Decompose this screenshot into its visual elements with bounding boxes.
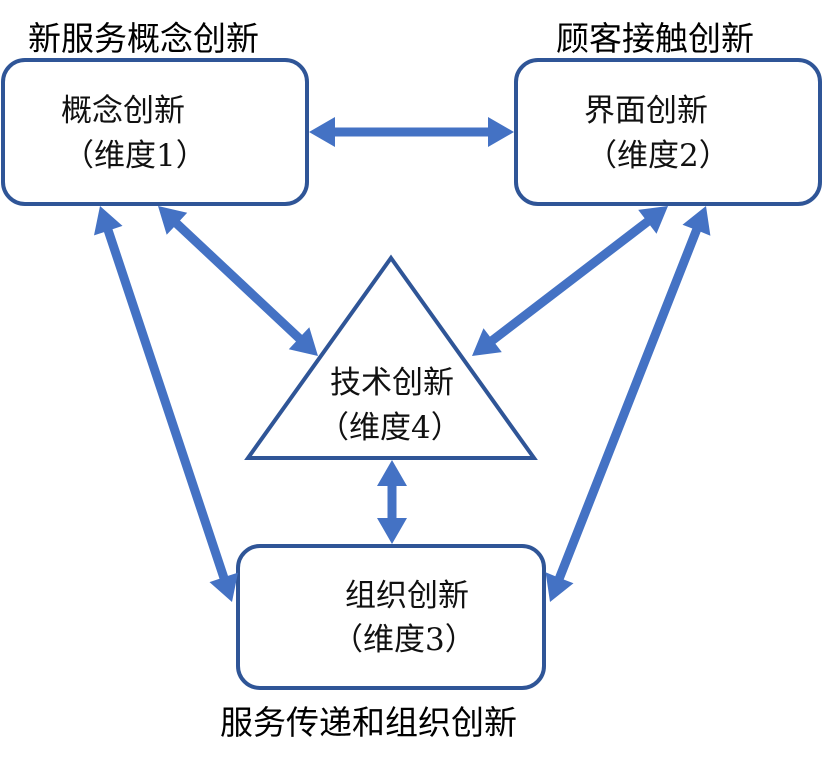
concept-box	[1, 58, 309, 206]
interface-subtitle: （维度2）	[586, 138, 730, 174]
arrow-concept-organization	[94, 206, 238, 602]
technology-subtitle: （维度4）	[318, 410, 462, 446]
caption-customer-interface: 顾客接触创新	[556, 19, 754, 58]
interface-title: 界面创新	[584, 93, 708, 129]
arrow-concept-technology	[158, 206, 318, 356]
arrow-concept-interface	[309, 117, 514, 147]
arrows-layer	[94, 117, 711, 602]
technology-title: 技术创新	[330, 365, 454, 401]
organization-subtitle: （维度3）	[332, 622, 476, 658]
interface-box	[514, 58, 822, 206]
caption-new-service-concept: 新服务概念创新	[28, 19, 259, 58]
arrow-technology-organization	[377, 460, 407, 544]
arrow-interface-organization	[545, 206, 711, 602]
technology-triangle	[244, 254, 538, 460]
concept-title: 概念创新	[61, 93, 185, 129]
organization-box	[236, 544, 546, 690]
organization-title: 组织创新	[345, 578, 469, 614]
concept-subtitle: （维度1）	[63, 138, 207, 174]
caption-delivery-organization: 服务传递和组织创新	[220, 703, 517, 742]
arrow-interface-technology	[472, 206, 668, 356]
